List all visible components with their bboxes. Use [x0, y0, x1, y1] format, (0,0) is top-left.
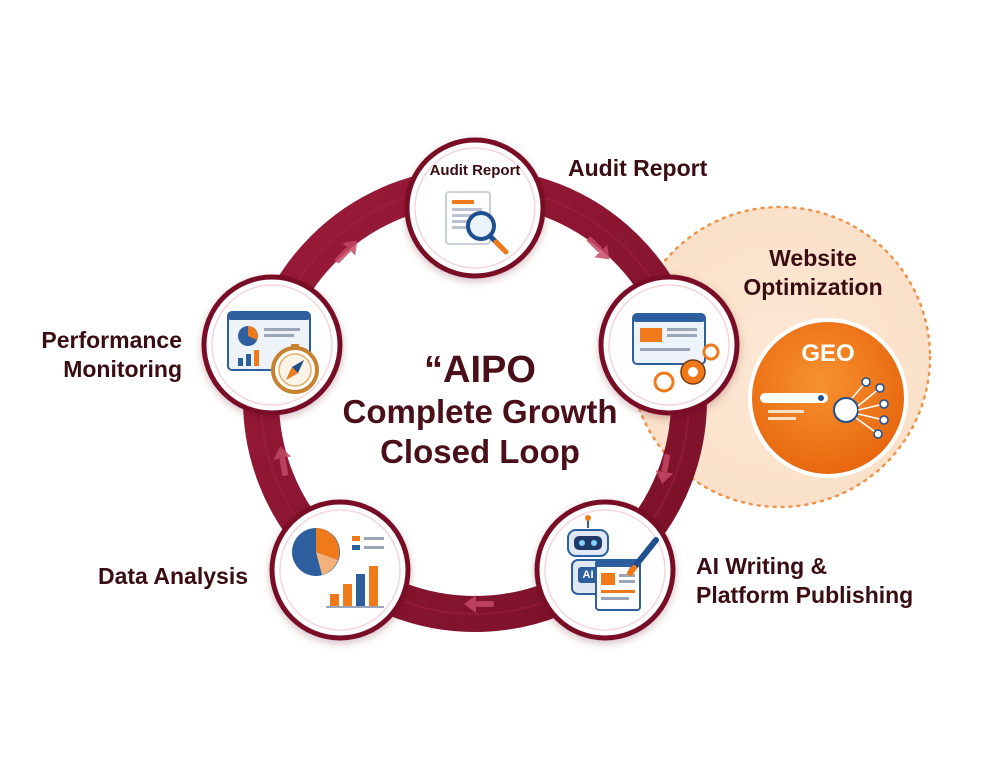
ai-writing-label: AI Writing & Platform Publishing — [696, 552, 913, 610]
ai-badge: AI — [582, 569, 594, 581]
geo-label: GEO — [801, 340, 855, 367]
arrow-website-to-ai — [655, 454, 674, 484]
magnifier-report-icon — [445, 191, 509, 255]
ai-writing-line2: Platform Publishing — [696, 582, 914, 608]
performance-line1: Performance — [41, 327, 182, 353]
dashboard-gears-icon — [632, 313, 720, 393]
audit-inner-label: Audit Report — [429, 162, 521, 179]
website-label-line1: Website — [769, 245, 857, 271]
geo-network-icon — [760, 377, 889, 439]
performance-line2: Monitoring — [63, 356, 182, 382]
ai-writing-line1: AI Writing & — [696, 553, 828, 579]
arrow-ai-to-data — [464, 595, 494, 613]
arrow-performance-to-audit — [334, 240, 358, 264]
node-data-analysis — [269, 499, 411, 641]
center-title-line2: Complete Growth — [342, 393, 618, 430]
arrow-data-to-performance — [273, 446, 292, 476]
center-title: “AIPO Complete Growth Closed Loop — [300, 348, 660, 472]
pie-bar-chart-icon — [292, 528, 384, 608]
robot-ai-icon — [567, 515, 659, 611]
audit-report-label: Audit Report — [568, 155, 708, 181]
arrow-audit-to-website — [586, 236, 610, 260]
center-title-line3: Closed Loop — [380, 433, 580, 470]
website-optimization-label: Website Optimization — [732, 244, 894, 302]
data-analysis-label: Data Analysis — [98, 563, 248, 589]
flow-arrows — [273, 236, 674, 613]
performance-monitoring-label: Performance Monitoring — [20, 326, 182, 384]
center-title-line1: “AIPO — [424, 349, 536, 391]
dashboard-compass-icon — [227, 311, 319, 394]
website-label-line2: Optimization — [743, 274, 883, 300]
